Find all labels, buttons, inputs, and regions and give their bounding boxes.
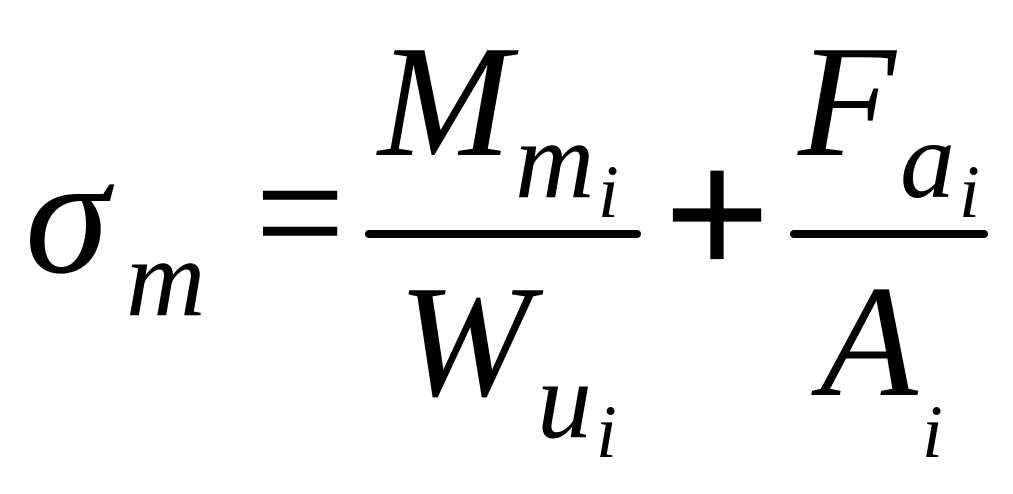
equals-sign: = [255, 113, 345, 312]
plus-sign: + [663, 110, 771, 320]
term2-denominator-subscript: i [922, 391, 943, 474]
term1-denominator: W [398, 252, 544, 430]
term1-numerator-subscript: m [515, 99, 594, 221]
fraction-bar-2 [790, 230, 988, 238]
term2-numerator: F [797, 12, 898, 190]
term2-denominator: A [811, 252, 919, 430]
term1-denominator-subscript: u [537, 339, 592, 461]
lhs-subscript: m [126, 217, 205, 339]
term2-numerator-subscript: a [900, 99, 955, 221]
term1-numerator: M [376, 12, 519, 190]
fraction-bar-1 [365, 230, 641, 238]
lhs-sigma: σ [25, 121, 115, 309]
term1-denominator-subsubscript: i [596, 391, 617, 474]
term1-numerator-subsubscript: i [598, 151, 619, 234]
term2-numerator-subsubscript: i [959, 151, 980, 234]
